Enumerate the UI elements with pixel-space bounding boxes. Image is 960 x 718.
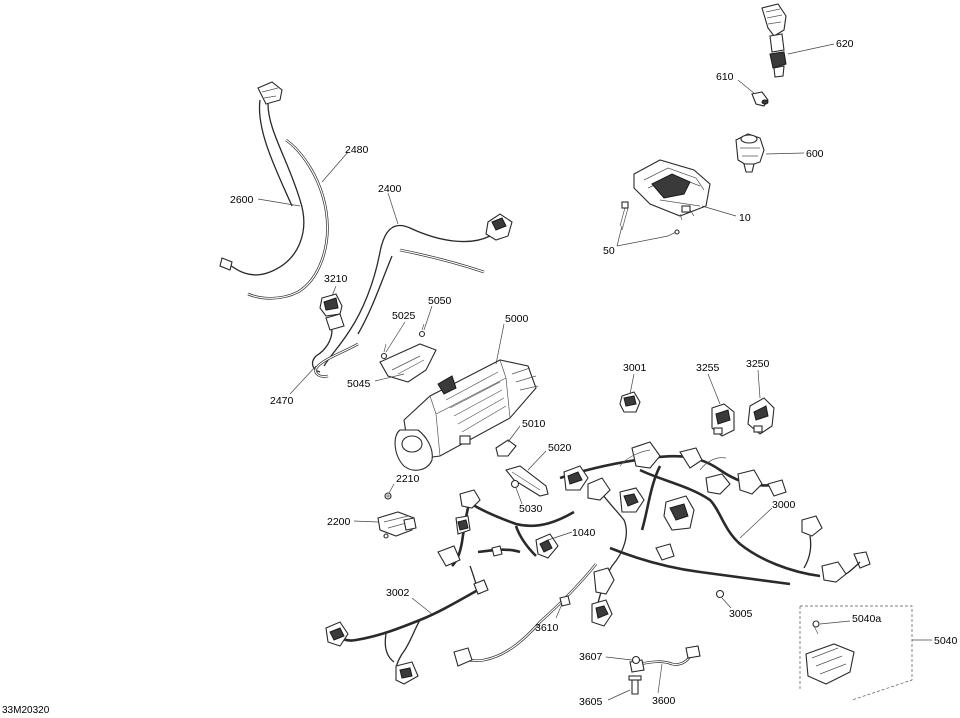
part-5045-bracket [379,323,437,383]
part-2600-wire [219,81,305,276]
callout-3605: 3605 [579,696,603,708]
callout-5045: 5045 [347,378,371,390]
callout-5040a: 5040a [852,613,881,625]
callout-10: 10 [739,212,751,224]
callout-600: 600 [806,148,824,160]
part-620-switch [761,3,787,78]
part-2480-wire [247,138,329,300]
callout-2210: 2210 [396,473,420,485]
part-5040-group [799,605,913,701]
part-5010-clip [495,439,517,457]
part-3000-main-harness [559,441,871,627]
part-3605-bolt [628,675,642,695]
callout-3255: 3255 [696,362,720,374]
part-3600-ground-cable [629,645,701,673]
reference-code: 33M20320 [2,705,50,716]
callout-620: 620 [836,38,854,50]
callout-3250: 3250 [746,358,770,370]
callout-3000: 3000 [772,499,796,511]
part-2200-sensor [377,511,417,539]
part-3002-harness [325,579,489,685]
part-3607-nut [631,655,641,665]
part-3005-nut [715,589,725,599]
callout-2600: 2600 [230,194,254,206]
part-5020-bracket [505,465,549,497]
callout-3607: 3607 [579,651,603,663]
callout-610: 610 [716,71,734,83]
callout-1040: 1040 [572,527,596,539]
callout-5050: 5050 [428,295,452,307]
part-3610-harness [453,563,598,667]
callout-5030: 5030 [519,503,543,515]
part-2470-wire [314,342,359,378]
callout-3210: 3210 [324,273,348,285]
part-610-bulb [751,91,769,107]
part-3001-relay [619,391,641,413]
part-2210-screw [384,492,392,500]
callout-3610: 3610 [535,622,559,634]
part-3255-switch [711,403,735,437]
callout-5025: 5025 [392,310,416,322]
callout-2400: 2400 [378,183,402,195]
callout-3001: 3001 [623,362,647,374]
callout-2200: 2200 [327,516,351,528]
callout-3002: 3002 [386,587,410,599]
part-600-socket [735,133,765,173]
part-5000-ecm [394,359,539,471]
callout-5010: 5010 [522,418,546,430]
part-3210-connector [311,293,345,373]
part-1040-harness [437,489,575,595]
callout-50: 50 [603,245,615,257]
callout-5020: 5020 [548,442,572,454]
callout-2480: 2480 [345,144,369,156]
callout-5040: 5040 [934,635,958,647]
part-2400-wire [323,213,513,367]
callout-3600: 3600 [652,695,676,707]
part-50-screws [619,201,680,237]
part-10-instrument-cluster [633,159,711,221]
part-3250-switch [747,397,775,435]
part-5030-nut [510,479,520,489]
callout-2470: 2470 [270,395,294,407]
callout-5000: 5000 [505,313,529,325]
callout-3005: 3005 [729,608,753,620]
